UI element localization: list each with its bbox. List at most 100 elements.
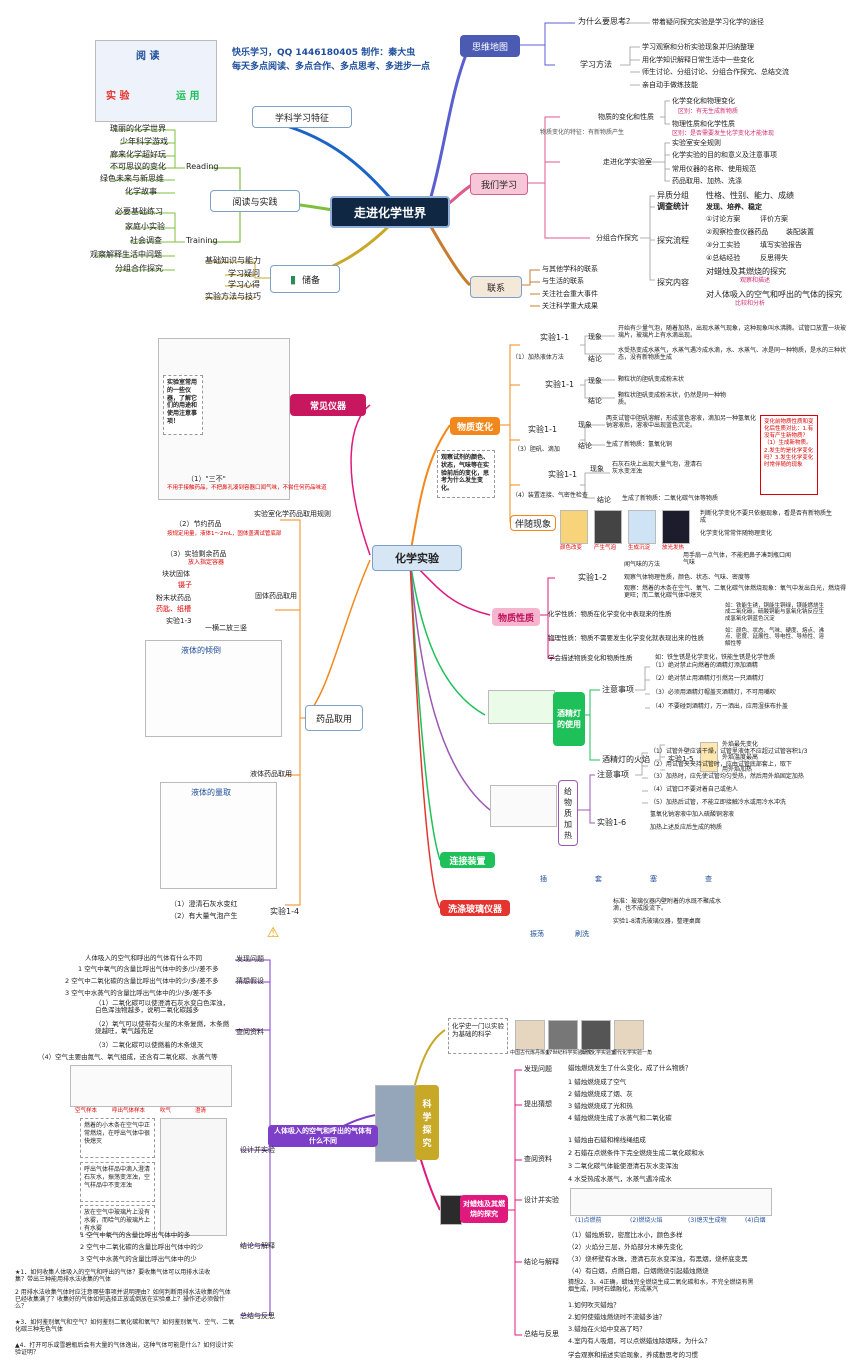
renti-pic-caption: 呼出气体样本	[112, 1108, 146, 1114]
women-b-item: 实验室安全规则	[672, 139, 721, 147]
node-banshui[interactable]: 伴随现象	[510, 515, 556, 531]
women-c-label: 探究流程	[657, 236, 689, 245]
node-yaopin[interactable]: 药品取用	[305, 705, 363, 731]
women-a-red: 区别：有无生成新物质	[678, 108, 739, 115]
bh-phen: 现象	[588, 377, 602, 385]
training-item: 分组合作探究	[115, 264, 163, 273]
yiqi-note-text: 实验室常用的一些仪器，了解它们的用途和使用注意事项！	[167, 379, 198, 425]
xidi-r: 实验1-8清洗玻璃仪器，整理桌面	[613, 918, 701, 925]
node-xidi[interactable]: 洗涤玻璃仪器	[440, 900, 510, 916]
kexue-pic-1	[515, 1020, 545, 1050]
bh-phen: 现象	[590, 465, 604, 473]
renti-val: （4）空气主要由氮气、氧气组成，还含有二氧化碳、水蒸气等	[38, 1053, 218, 1061]
node-wuzhi[interactable]: 物质变化	[450, 417, 500, 435]
women-b: 走进化学实验室	[603, 158, 652, 166]
node-chubei[interactable]: ▮ 储备	[270, 265, 340, 293]
center-node-intro[interactable]: 走进化学世界	[330, 196, 450, 228]
banshui-r: 化学变化常常伴随物理变化	[700, 530, 773, 537]
women-c-topic: 对人体吸入的空气和呼出的气体的探究	[706, 290, 842, 299]
banshui-pic-1	[560, 510, 588, 544]
kexue-note-text: 化学史一门以实验为基础的科学	[452, 1022, 504, 1039]
banshui-pic-4	[662, 510, 690, 544]
women-label: 我们学习	[480, 180, 517, 191]
renti-pic-caption: 澄清	[195, 1108, 207, 1114]
women-c-flow: ②观察检查仪器药品	[706, 228, 769, 236]
lianjie-item: 套	[595, 875, 602, 883]
renti-design-text: 燃着的小木条在空气中正常燃烧，在呼出气体中很快熄灭	[84, 1122, 151, 1145]
bh-red-text: 变化前物质性质和变化后性质对比：1.有没有产生新物质？（1）生成新物质。2.发生…	[764, 419, 814, 468]
lz-concl-item: （4）有白烟，点燃白烟，白烟燃烧引起蜡烛燃烧	[568, 1267, 709, 1275]
node-yuedu[interactable]: 阅读与实践	[210, 190, 300, 212]
women-c-flow: ①讨论方案	[706, 215, 741, 223]
node-siwei[interactable]: 思维地图	[460, 35, 520, 57]
bh-phen: 现象	[578, 421, 592, 429]
renti-val: 1 空气中氧气的含量比呼出气体中的多/少/差不多	[78, 965, 219, 973]
women-c-topic: 对蜡烛及其燃烧的探究	[706, 267, 786, 276]
renti-val: （1）二氧化碳可以使澄清石灰水变白色浑浊，白色浑浊物越多，说明二氧化碳越多	[95, 999, 230, 1015]
lz-val: 2 蜡烛燃烧成了烟、灰	[568, 1090, 633, 1098]
xz-12: 实验1-2	[578, 573, 608, 582]
liquid-title-1: 液体的倾倒	[181, 646, 221, 655]
lz-pic-caption: (3)熄灭生成物	[688, 1217, 727, 1224]
node-deng[interactable]: 酒精灯的使用	[553, 692, 585, 746]
node-lianjie[interactable]: 连接装置	[440, 852, 495, 868]
women-a: 物质的变化和性质	[598, 113, 654, 121]
node-yiqi[interactable]: 常见仪器	[290, 394, 366, 416]
lz-val: 1 蜡烛燃烧成了空气	[568, 1078, 627, 1086]
deng-15-item: 外焰最先变化	[722, 741, 759, 748]
kexue-label: 科学探究	[422, 1099, 432, 1149]
women-c-topic-red: 观察和描述	[740, 277, 771, 284]
bh-exp: 实验1-1	[545, 380, 575, 389]
lz-concl-item: （3）烧杯壁有水珠，澄清石灰水变浑浊，有黑烟，烧杯底变黑	[568, 1255, 748, 1263]
node-jiare[interactable]: 给物质加热	[558, 780, 578, 846]
lz-val: 3 蜡烛燃烧成了光和热	[568, 1102, 633, 1110]
women-c-flow: 装配装置	[786, 228, 814, 236]
xz-12-item: 闻气味的方法	[624, 561, 661, 568]
shiyan14-item: （1）澄清石灰水变红	[170, 900, 238, 908]
method-label: 学习方法	[580, 60, 612, 69]
training-item: 必要基础练习	[115, 207, 163, 216]
xz-phys-r: 如：颜色、状态、气味、硬度、熔点、沸点、密度、延展性、导电性、导热性、溶解性等	[725, 628, 825, 647]
renti-sum-item: 2 用排水法收集气体时应注意哪些事项并说明理由？如何判断用排水法收集的气体已经收…	[15, 1289, 231, 1310]
node-xingzhi[interactable]: 物质性质	[492, 608, 540, 626]
node-lazhu[interactable]: 对蜡烛及其燃烧的探究	[460, 1195, 508, 1223]
women-c-label: 探究内容	[657, 278, 689, 287]
method-item: 亲自动手做练技能	[642, 81, 698, 89]
women-b-item: 常用仪器的名称、使用规范	[672, 165, 756, 173]
candle-photo	[440, 1195, 462, 1225]
renti-concl-item: 2 空气中二氧化碳的含量比呼出气体中的少	[80, 1243, 204, 1251]
rule-red: 按规定用量，液体1～2mL，固体盖满试管底部	[167, 531, 282, 537]
lz-sum-item: 1.如何吹灭蜡烛？	[568, 1301, 620, 1309]
women-c-attrs: 性格、性别、能力、成绩	[706, 191, 794, 200]
women-c-attrs2: 发现、培养、稳定	[706, 203, 762, 211]
bh-sub: （1）加热液体方法	[512, 354, 564, 361]
bh-sub: （4）装置连接、气密性检查	[512, 492, 588, 499]
jr-item: （3）加热时，应先使试管均匀受热，然后用外焰固定加热	[650, 773, 804, 780]
node-women[interactable]: 我们学习	[470, 173, 528, 195]
center-node-experiment[interactable]: 化学实验	[372, 545, 462, 571]
lz-concl-item: （1）蜡烛质软，密度比水小，颜色多样	[568, 1231, 683, 1239]
renti-val: 2 空气中二氧化碳的含量比呼出气体中的少/多/差不多	[65, 977, 219, 985]
xz-phys: 物理性质：物质不需要发生化学变化就表现出来的性质	[548, 634, 704, 642]
renti-photo	[160, 1118, 227, 1236]
renti-concl-item: 3 空气中水蒸气的含量比呼出气体中的少	[80, 1255, 197, 1263]
deng-label: 酒精灯的使用	[557, 709, 581, 729]
node-renti[interactable]: 人体吸入的空气和呼出的气体有什么不同	[268, 1125, 378, 1147]
renti-design-note: 放在空气中玻璃片上没有水雾，而哈气的玻璃片上有水雾	[80, 1205, 155, 1235]
lz-sum-item: 3.蜡烛在火焰中变高了吗？	[568, 1325, 646, 1333]
lz-pic-caption: (4)白烟	[745, 1217, 766, 1224]
lazhu-label: 对蜡烛及其燃烧的探究	[463, 1200, 505, 1218]
rule-red: 放入指定容器	[188, 559, 225, 566]
banshui-item: 生成沉淀	[628, 545, 651, 551]
warning-icon: ⚠	[266, 925, 280, 941]
node-lianxi[interactable]: 联系	[470, 276, 522, 298]
center-node-label: 走进化学世界	[353, 205, 426, 220]
liquid-label: 液体药品取用	[250, 770, 292, 778]
node-xueke[interactable]: 学科学习特征	[252, 106, 352, 128]
lamp-photo	[488, 690, 555, 724]
node-kexue[interactable]: 科学探究	[415, 1085, 439, 1160]
method-item: 用化学知识解释日常生活中一些变化	[642, 56, 754, 64]
wuzhi-label: 物质变化	[456, 422, 493, 433]
women-c-flow: 反思得失	[760, 254, 788, 262]
